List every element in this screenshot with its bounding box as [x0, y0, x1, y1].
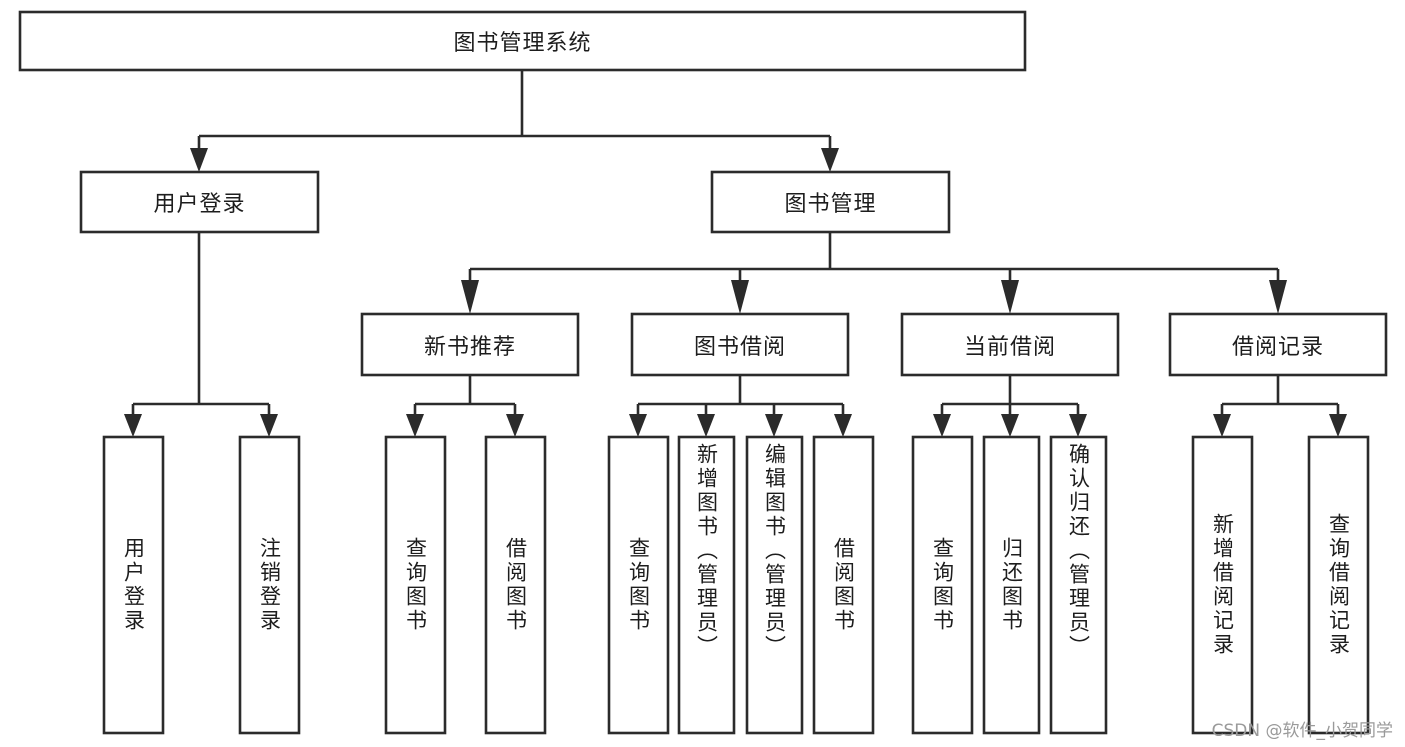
arrow-to-book-manage — [821, 148, 839, 172]
arrow-to-f10 — [1001, 414, 1019, 437]
arrow-to-borrow-record — [1269, 280, 1287, 314]
node-box-f4[interactable] — [484, 435, 547, 735]
node-box-f3[interactable] — [384, 435, 447, 735]
node-box-f12[interactable] — [1191, 435, 1254, 735]
arrow-to-f3 — [406, 414, 424, 437]
node-box-f13[interactable] — [1307, 435, 1370, 735]
arrow-to-f13 — [1329, 414, 1347, 437]
node-box-current-borrow[interactable] — [900, 312, 1120, 377]
node-box-f10[interactable] — [982, 435, 1041, 735]
connector-layer — [124, 70, 1347, 437]
arrow-to-f6 — [697, 414, 715, 437]
arrow-to-current-borrow — [1001, 280, 1019, 314]
arrow-to-f7 — [765, 414, 783, 437]
node-box-borrow-record[interactable] — [1168, 312, 1388, 377]
node-box-f8[interactable] — [812, 435, 875, 735]
node-box-new-book-rec[interactable] — [360, 312, 580, 377]
node-layer — [18, 10, 1388, 735]
arrow-to-f12 — [1213, 414, 1231, 437]
arrow-to-book-borrow — [731, 280, 749, 314]
node-box-f1[interactable] — [102, 435, 165, 735]
arrow-to-new-book-rec — [461, 280, 479, 314]
node-box-root[interactable] — [18, 10, 1027, 72]
arrow-to-f8 — [834, 414, 852, 437]
node-box-f6[interactable] — [677, 435, 736, 735]
arrow-to-user-login — [190, 148, 208, 172]
arrow-to-f1 — [124, 414, 142, 437]
node-box-book-borrow[interactable] — [630, 312, 850, 377]
arrow-to-f5 — [629, 414, 647, 437]
node-box-f7[interactable] — [745, 435, 804, 735]
node-box-user-login[interactable] — [79, 170, 320, 234]
node-box-f5[interactable] — [607, 435, 670, 735]
arrow-to-f11 — [1069, 414, 1087, 437]
arrow-to-f4 — [506, 414, 524, 437]
arrow-to-f2 — [260, 414, 278, 437]
node-box-f9[interactable] — [911, 435, 974, 735]
node-box-book-manage[interactable] — [710, 170, 951, 234]
node-box-f2[interactable] — [238, 435, 301, 735]
arrow-to-f9 — [933, 414, 951, 437]
node-box-f11[interactable] — [1049, 435, 1108, 735]
